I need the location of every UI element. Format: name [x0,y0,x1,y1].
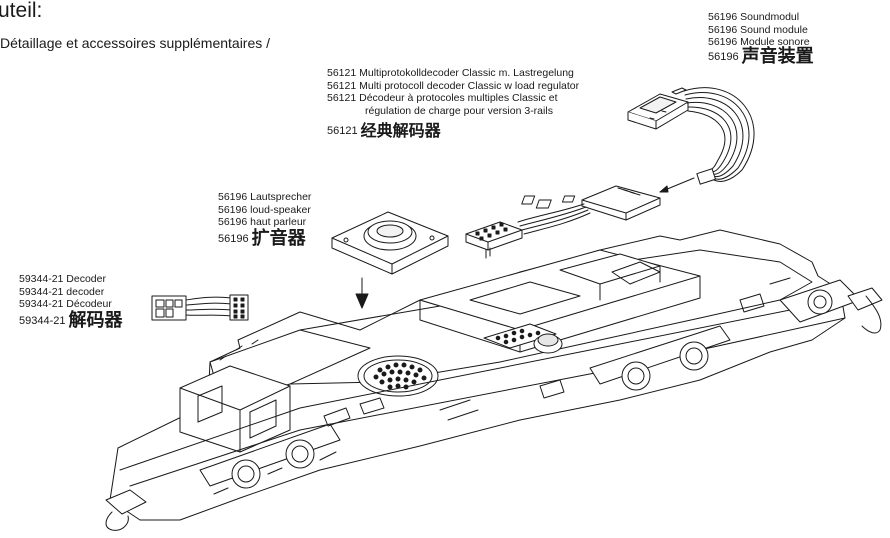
decoder-classic-line-fr: 56121 Décodeur à protocoles multiples Cl… [327,92,558,105]
sound-module-line-de: 56196 Soundmodul [708,11,800,23]
decoder-socket [483,323,563,354]
loudspeaker-line-en: 56196 loud-speaker [218,203,311,216]
loudspeaker-cn-label: 扩音器 [251,227,306,249]
decoder-line-en: 59344-21 decoder [19,285,105,298]
sound-module-illustration [627,87,689,130]
decoder-classic-line-en: 56121 Multi protocoll decoder Classic w … [327,79,580,92]
arrow-to-decoder-classic [659,177,695,193]
page-subtitle: Détaillage et accessoires supplémentaire… [0,35,271,51]
page-title: uteil: [0,0,43,22]
decoder-classic-illustration [465,185,661,259]
label-decoder: 59344-21 Decoder 59344-21 decoder 59344-… [19,273,123,329]
locomotive-chassis-illustration [105,229,883,531]
label-sound-module: 56196 Soundmodul 56196 Sound module 5619… [708,11,814,65]
label-loudspeaker: 56196 Lautsprecher 56196 loud-speaker 56… [218,191,312,247]
decoder-cn-label: 解码器 [68,309,123,331]
front-coupler [105,489,147,531]
arrow-to-speaker-mount [355,277,369,309]
sound-module-line-fr: 56196 Module sonore [708,36,810,49]
loudspeaker-line-fr: 56196 haut parleur [218,216,307,229]
sound-module-cn-label: 声音装置 [741,45,814,67]
speaker-grille [357,355,439,397]
rear-bogie [589,325,731,391]
decoder-line-fr: 59344-21 Décodeur [19,298,112,311]
sound-module-cable [683,87,755,185]
decoder-cn-number: 59344-21 [19,314,66,327]
decoder-illustration [151,294,249,321]
decoder-classic-cn-number: 56121 [327,125,358,138]
label-decoder-classic: 56121 Multiprotokolldecoder Classic m. L… [327,67,580,141]
loudspeaker-illustration [331,211,449,275]
rear-end-bogie [779,279,883,334]
sound-module-cn-number: 56196 [708,50,739,63]
front-bogie [199,423,341,495]
decoder-classic-line-de: 56121 Multiprotokolldecoder Classic m. L… [327,67,574,79]
decoder-classic-cn-label: 经典解码器 [360,121,441,141]
decoder-line-de: 59344-21 Decoder [19,273,106,285]
decoder-classic-line-fr2: régulation de charge pour version 3-rail… [365,104,553,117]
loudspeaker-line-de: 56196 Lautsprecher [218,191,312,203]
sound-module-line-en: 56196 Sound module [708,23,808,36]
loudspeaker-cn-number: 56196 [218,232,249,245]
